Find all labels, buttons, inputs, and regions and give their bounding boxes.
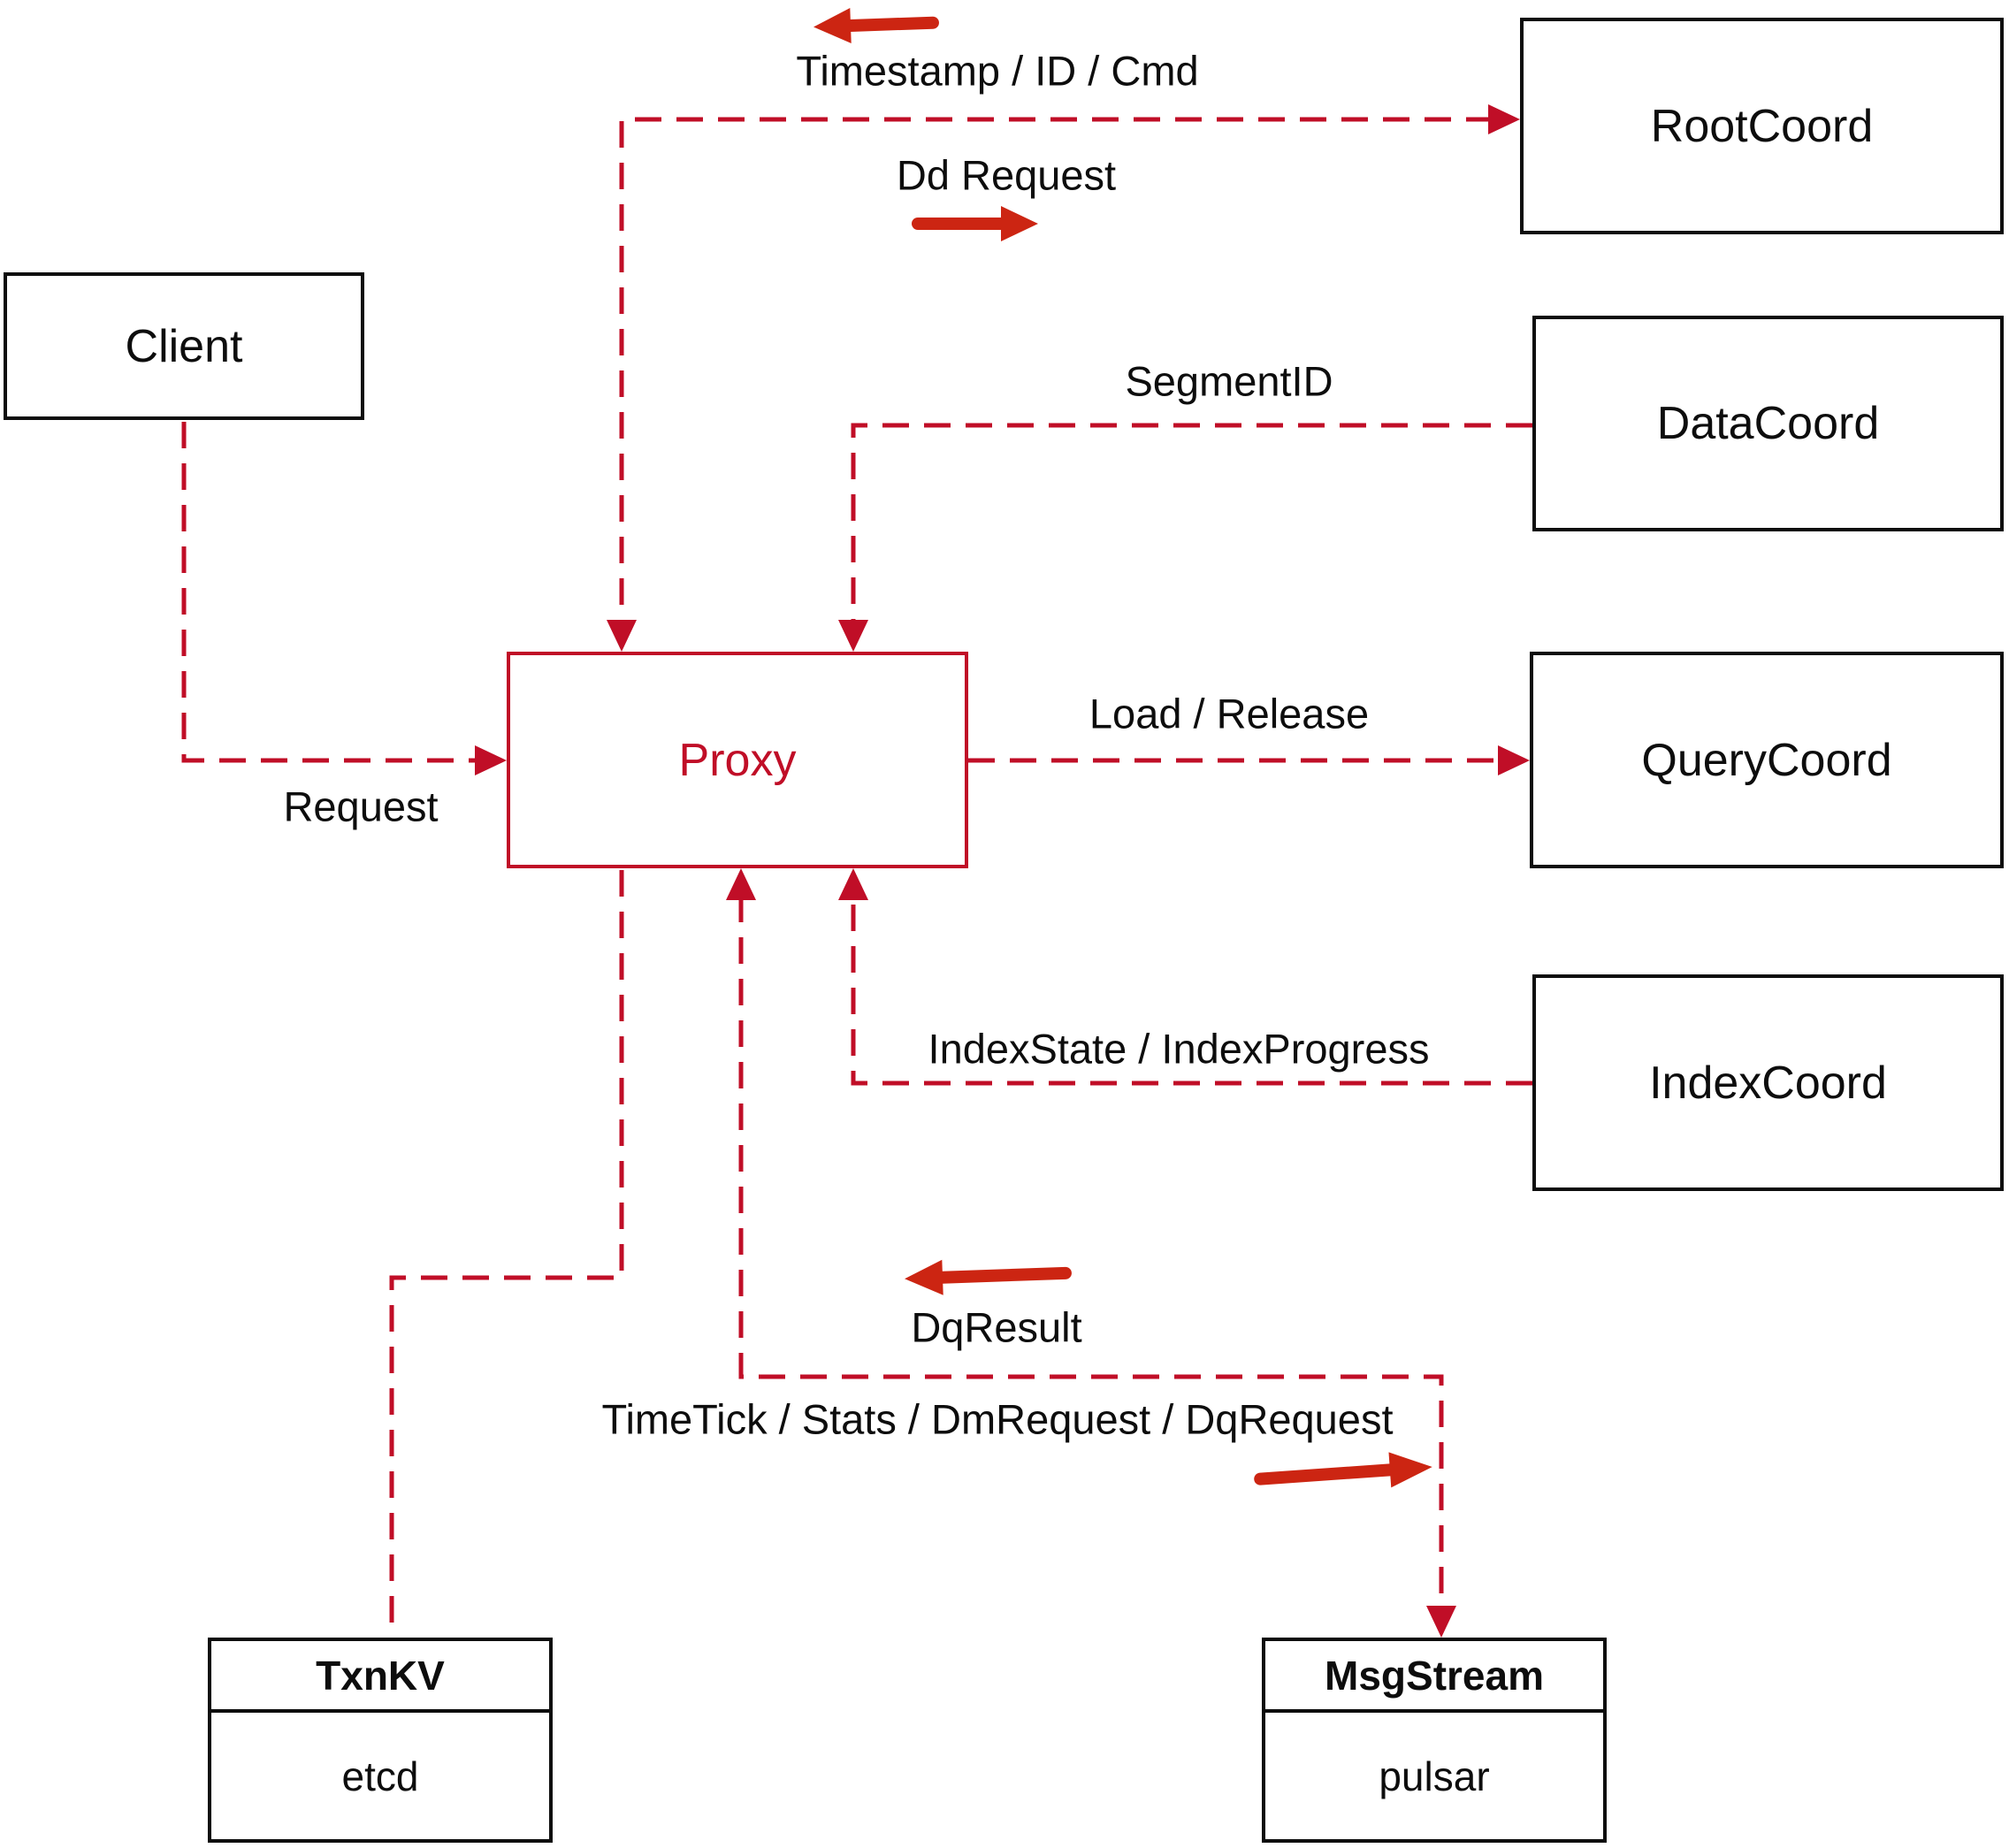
wire-client-to-proxy (181, 422, 479, 763)
wire-proxy-msgstream (738, 896, 1444, 1610)
node-txnkv: TxnKV etcd (208, 1638, 553, 1843)
node-client: Client (4, 272, 364, 420)
edge-label-dq-result: DqResult (911, 1303, 1082, 1351)
edge-label-dd-request: Dd Request (896, 151, 1117, 199)
node-msgstream: MsgStream pulsar (1262, 1638, 1607, 1843)
node-indexcoord: IndexCoord (1532, 974, 2004, 1191)
right-arrow-icon (912, 206, 1038, 241)
arrowhead-into-msgstream-icon (1426, 1606, 1456, 1638)
node-querycoord: QueryCoord (1530, 652, 2004, 868)
arrowhead-into-proxy-left-icon (475, 745, 507, 775)
edge-label-load-release: Load / Release (1089, 690, 1370, 737)
node-txnkv-title: TxnKV (211, 1641, 549, 1713)
node-msgstream-subtitle: pulsar (1379, 1753, 1490, 1799)
node-proxy-label: Proxy (678, 734, 797, 786)
arrowhead-into-rootcoord-icon (1488, 104, 1520, 134)
arrowhead-into-proxy-bottom-right-icon (838, 868, 868, 900)
arrowhead-into-proxy-top-left-icon (607, 620, 637, 652)
left-arrow-icon (905, 1259, 1072, 1295)
node-txnkv-subtitle: etcd (341, 1753, 419, 1799)
edge-label-request: Request (283, 783, 439, 830)
wire-proxy-rootcoord (619, 117, 1493, 624)
node-rootcoord: RootCoord (1520, 18, 2004, 234)
edge-label-timestamp-id-cmd: Timestamp / ID / Cmd (796, 47, 1199, 95)
edge-label-index-state: IndexState / IndexProgress (928, 1025, 1430, 1073)
edge-label-segment-id: SegmentID (1125, 357, 1333, 405)
node-client-label: Client (125, 320, 243, 372)
node-datacoord-label: DataCoord (1656, 398, 1880, 449)
node-msgstream-title: MsgStream (1265, 1641, 1603, 1713)
arrowhead-into-querycoord-icon (1498, 745, 1530, 775)
arrowhead-into-proxy-bottom-left-icon (726, 868, 756, 900)
node-datacoord: DataCoord (1532, 316, 2004, 531)
right-arrow-icon (1254, 1452, 1432, 1488)
node-querycoord-label: QueryCoord (1641, 734, 1892, 786)
wire-datacoord-to-proxy (851, 423, 1532, 624)
node-proxy: Proxy (507, 652, 968, 868)
edge-label-time-tick: TimeTick / Stats / DmRequest / DqRequest (601, 1395, 1394, 1443)
node-rootcoord-label: RootCoord (1650, 100, 1874, 152)
wire-indexcoord-to-proxy (851, 896, 1532, 1086)
wire-proxy-to-txnkv (389, 870, 624, 1636)
node-indexcoord-label: IndexCoord (1649, 1057, 1887, 1109)
left-arrow-icon (814, 7, 939, 43)
arrowhead-into-proxy-top-right-icon (838, 620, 868, 652)
